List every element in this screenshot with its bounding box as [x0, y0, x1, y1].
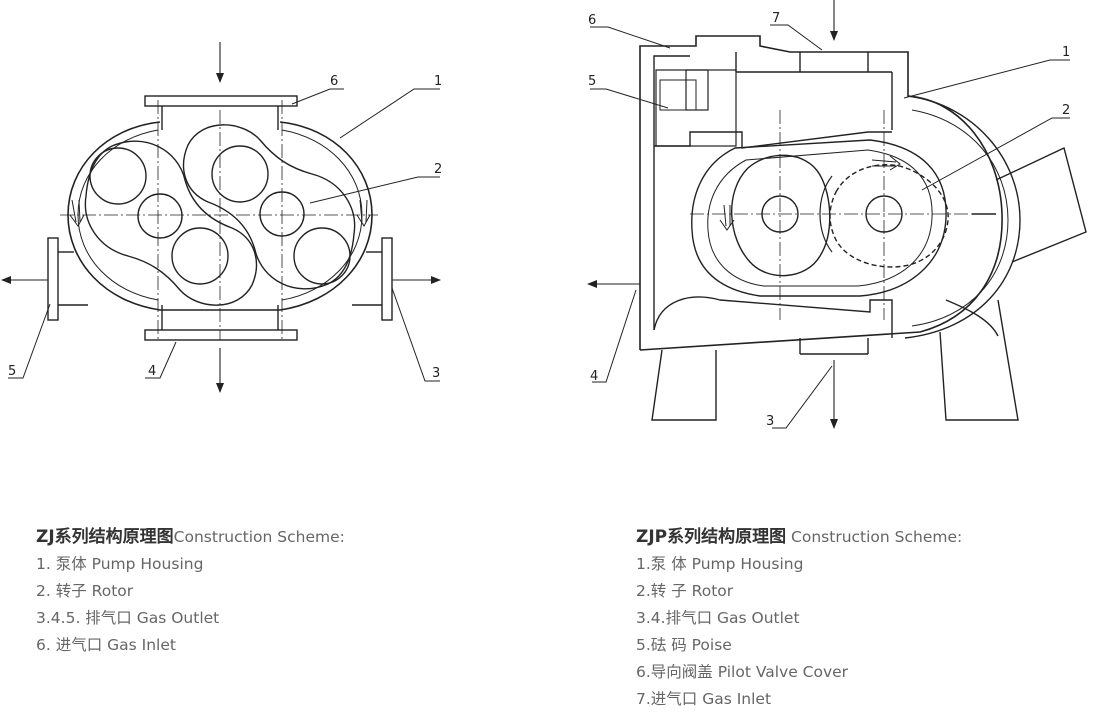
zjp-callout-5: 5 [588, 74, 596, 89]
zj-flow-arrows [1, 42, 441, 393]
zj-callout-2: 2 [434, 162, 442, 177]
zjp-caption-item: 3.4.排气口 Gas Outlet [636, 609, 800, 627]
zj-centerlines [60, 100, 378, 340]
zj-pump-housing [67, 121, 373, 311]
zjp-flow-arrows [587, 0, 838, 429]
zjp-caption-item: 7.进气口 Gas Inlet [636, 690, 772, 708]
zjp-diagram [639, 35, 1087, 421]
zjp-callout-6: 6 [588, 13, 596, 28]
zjp-caption-title: ZJP系列结构原理图 Construction Scheme: [636, 527, 963, 547]
zj-caption-item: 2. 转子 Rotor [36, 582, 134, 600]
zjp-poise-block [655, 69, 737, 147]
zj-rotation-arrows [69, 199, 371, 227]
zj-diagram [47, 95, 393, 341]
zjp-callouts [590, 24, 1070, 429]
zjp-callout-3: 3 [766, 414, 774, 429]
zjp-rotor-right [829, 164, 949, 268]
zjp-callout-7: 7 [772, 11, 780, 26]
zj-caption-item: 1. 泵体 Pump Housing [36, 555, 204, 573]
zj-callout-5: 5 [8, 364, 16, 379]
zj-rotor-left [84, 140, 258, 306]
zjp-callout-4: 4 [590, 369, 598, 384]
zj-callouts [8, 88, 440, 382]
zjp-caption: ZJP系列结构原理图 Construction Scheme: 1.泵 体 Pu… [636, 524, 1096, 713]
zjp-caption-item: 1.泵 体 Pump Housing [636, 555, 804, 573]
zj-caption: ZJ系列结构原理图Construction Scheme: 1. 泵体 Pump… [36, 524, 496, 659]
zj-rotor-right [182, 124, 356, 290]
zj-inlet-flange [144, 95, 298, 130]
zj-callout-3: 3 [432, 366, 440, 381]
zjp-callout-2: 2 [1062, 103, 1070, 118]
zj-callout-4: 4 [148, 364, 156, 379]
zjp-rotor-chamber [691, 139, 947, 297]
zjp-right-flange [995, 147, 1087, 263]
zjp-caption-item: 5.砝 码 Poise [636, 636, 732, 654]
zjp-pump-housing [639, 35, 1003, 351]
zj-right-outlet-flange [352, 237, 393, 321]
zj-left-outlet-flange [47, 237, 88, 321]
zj-caption-item: 3.4.5. 排气口 Gas Outlet [36, 609, 220, 627]
zj-bottom-outlet-flange [144, 305, 298, 341]
zjp-feet [651, 299, 1019, 421]
zjp-callout-1: 1 [1062, 45, 1070, 60]
zj-caption-title: ZJ系列结构原理图Construction Scheme: [36, 527, 345, 547]
zj-callout-6: 6 [330, 74, 338, 89]
zjp-rotor-left [730, 154, 831, 277]
zjp-caption-item: 2.转 子 Rotor [636, 582, 734, 600]
zjp-caption-item: 6.导向阀盖 Pilot Valve Cover [636, 663, 849, 681]
zjp-rotation-arrows [719, 155, 901, 231]
zj-callout-1: 1 [434, 74, 442, 89]
zj-caption-item: 6. 进气口 Gas Inlet [36, 636, 176, 654]
